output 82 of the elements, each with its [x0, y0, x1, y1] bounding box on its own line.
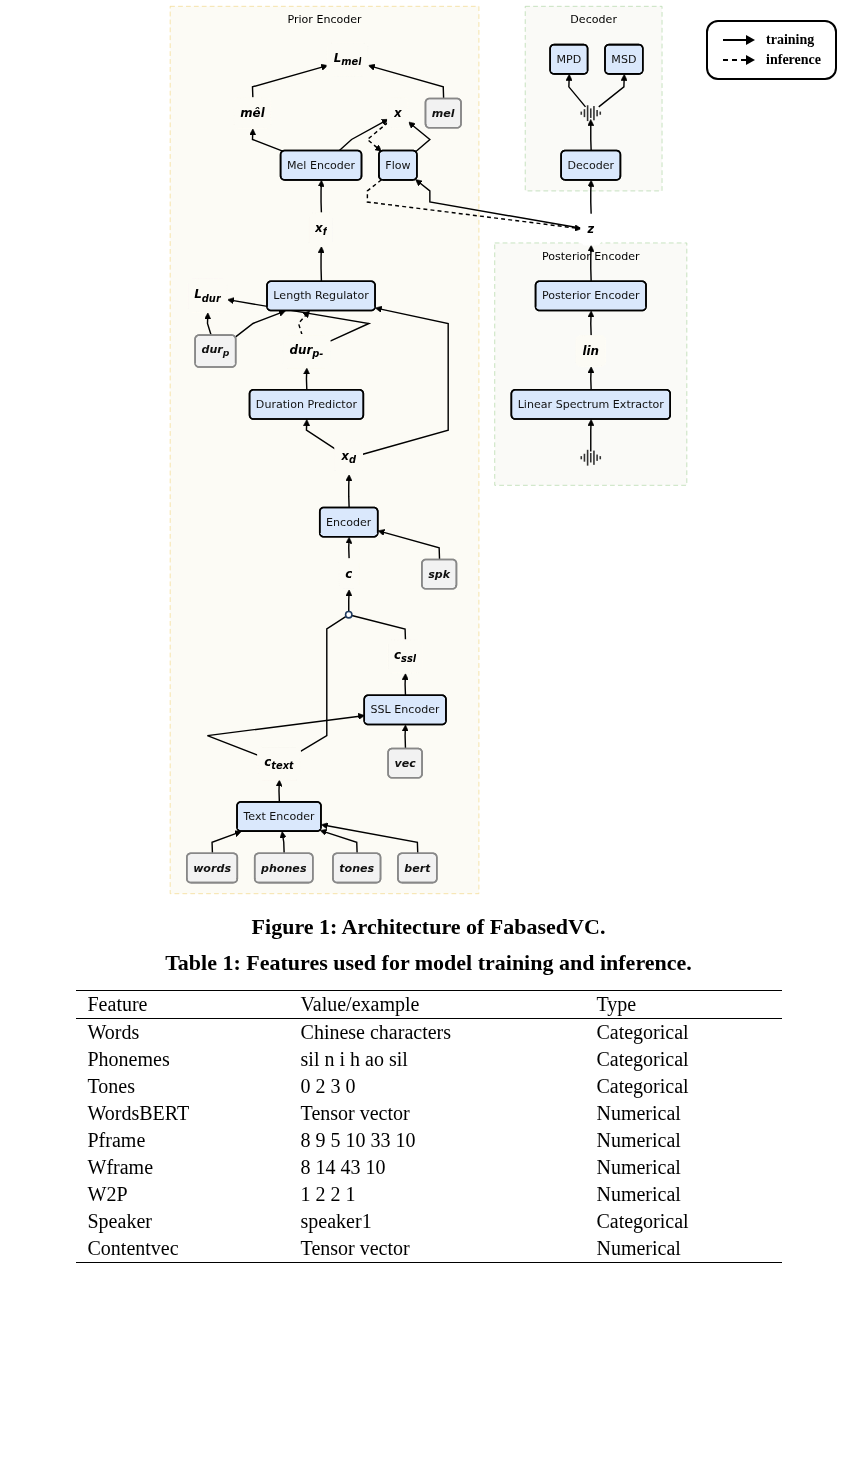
column-header: Value/example — [288, 990, 585, 1019]
table-cell-text: Tensor vector — [299, 1101, 411, 1126]
arrow — [279, 831, 287, 855]
arrow — [366, 121, 389, 152]
table-cell-text: 0 2 3 0 — [299, 1074, 357, 1099]
table-cell-text: Speaker — [86, 1209, 153, 1235]
column-header: Type — [584, 990, 782, 1019]
arrow — [587, 366, 595, 391]
connector — [351, 614, 407, 642]
arrow — [321, 822, 419, 855]
arrow — [206, 712, 365, 757]
legend-label: training — [766, 32, 815, 48]
arrow — [587, 419, 595, 453]
table-cell: Chinese characters — [288, 1018, 585, 1046]
table-cell-text: Wframe — [86, 1155, 154, 1180]
table-cell: Categorical — [584, 1018, 782, 1046]
table-cell-text: Numerical — [595, 1182, 682, 1207]
table-cell-text: WordsBERT — [86, 1101, 191, 1126]
connector — [299, 615, 347, 753]
table-cell-text: Categorical — [595, 1047, 690, 1073]
table-cell-text: Numerical — [595, 1101, 682, 1126]
table-cell-text: Pframe — [86, 1128, 147, 1153]
node-circle — [344, 610, 353, 619]
table-cell-text: Numerical — [595, 1128, 682, 1153]
arrow — [249, 128, 285, 152]
arrow — [408, 121, 431, 153]
node-text: lin — [582, 343, 600, 358]
table-cell: Contentvec — [75, 1235, 289, 1263]
arrow — [368, 63, 445, 100]
table-cell: Words — [75, 1018, 289, 1046]
table-cell-text: 8 14 43 10 — [299, 1155, 387, 1180]
arrow — [587, 310, 595, 337]
arrow — [401, 724, 409, 750]
node-text: c$_{ssl}$ — [393, 647, 417, 665]
node-text: dur$_{p-}$ — [289, 342, 324, 360]
node-text: L$_{mel}$ — [333, 50, 362, 68]
arrow — [377, 529, 441, 561]
arrow — [275, 779, 283, 803]
table-cell-text: Numerical — [595, 1155, 682, 1180]
node-text: L$_{dur}$ — [194, 287, 221, 304]
arrow — [598, 73, 628, 108]
arrow — [303, 367, 311, 391]
arrow — [234, 309, 286, 338]
node-text: c$_{text}$ — [264, 754, 294, 772]
arrow — [587, 179, 595, 216]
arrow — [362, 305, 449, 455]
arrow — [227, 297, 372, 342]
arrow — [303, 419, 337, 450]
table-cell-text: speaker1 — [299, 1209, 373, 1235]
arrow — [319, 829, 358, 855]
table-cell-text: Categorical — [595, 1209, 690, 1235]
node-text: c — [345, 566, 353, 582]
node-text: x — [394, 105, 402, 121]
legend-label: inference — [766, 52, 821, 68]
figure-caption: Figure 1: Architecture of FabasedVC. — [250, 914, 607, 940]
table-cell: Numerical — [584, 1235, 782, 1263]
arrow — [338, 119, 389, 152]
node-text: mêl — [240, 105, 265, 121]
column-header: Feature — [75, 990, 289, 1019]
arrow — [587, 244, 595, 283]
arrow — [345, 536, 353, 560]
table-cell-text: 1 2 2 1 — [299, 1182, 357, 1207]
arrow — [587, 119, 595, 152]
table-cell-text: sil n i h ao sil — [299, 1047, 409, 1072]
node-text: x$_{d}$ — [341, 449, 357, 466]
table-cell-text: Tones — [86, 1074, 136, 1099]
table-cell-text: Phonemes — [86, 1047, 171, 1072]
arrow — [211, 830, 242, 855]
table-title: Table 1: Features used for model training and inference. — [164, 950, 693, 976]
arrow — [401, 673, 409, 697]
arrow — [297, 310, 310, 336]
table-cell-text: 8 9 5 10 33 10 — [299, 1128, 417, 1153]
table-cell: Tensor vector — [288, 1235, 585, 1263]
arrow — [317, 246, 325, 283]
arrow — [204, 312, 212, 337]
arrow — [366, 179, 582, 232]
table-cell-text: Categorical — [595, 1074, 690, 1100]
arrow — [345, 474, 353, 509]
arrow — [317, 179, 325, 215]
arrow — [345, 589, 353, 613]
table-cell-text: W2P — [86, 1182, 129, 1207]
arrow — [565, 73, 587, 108]
